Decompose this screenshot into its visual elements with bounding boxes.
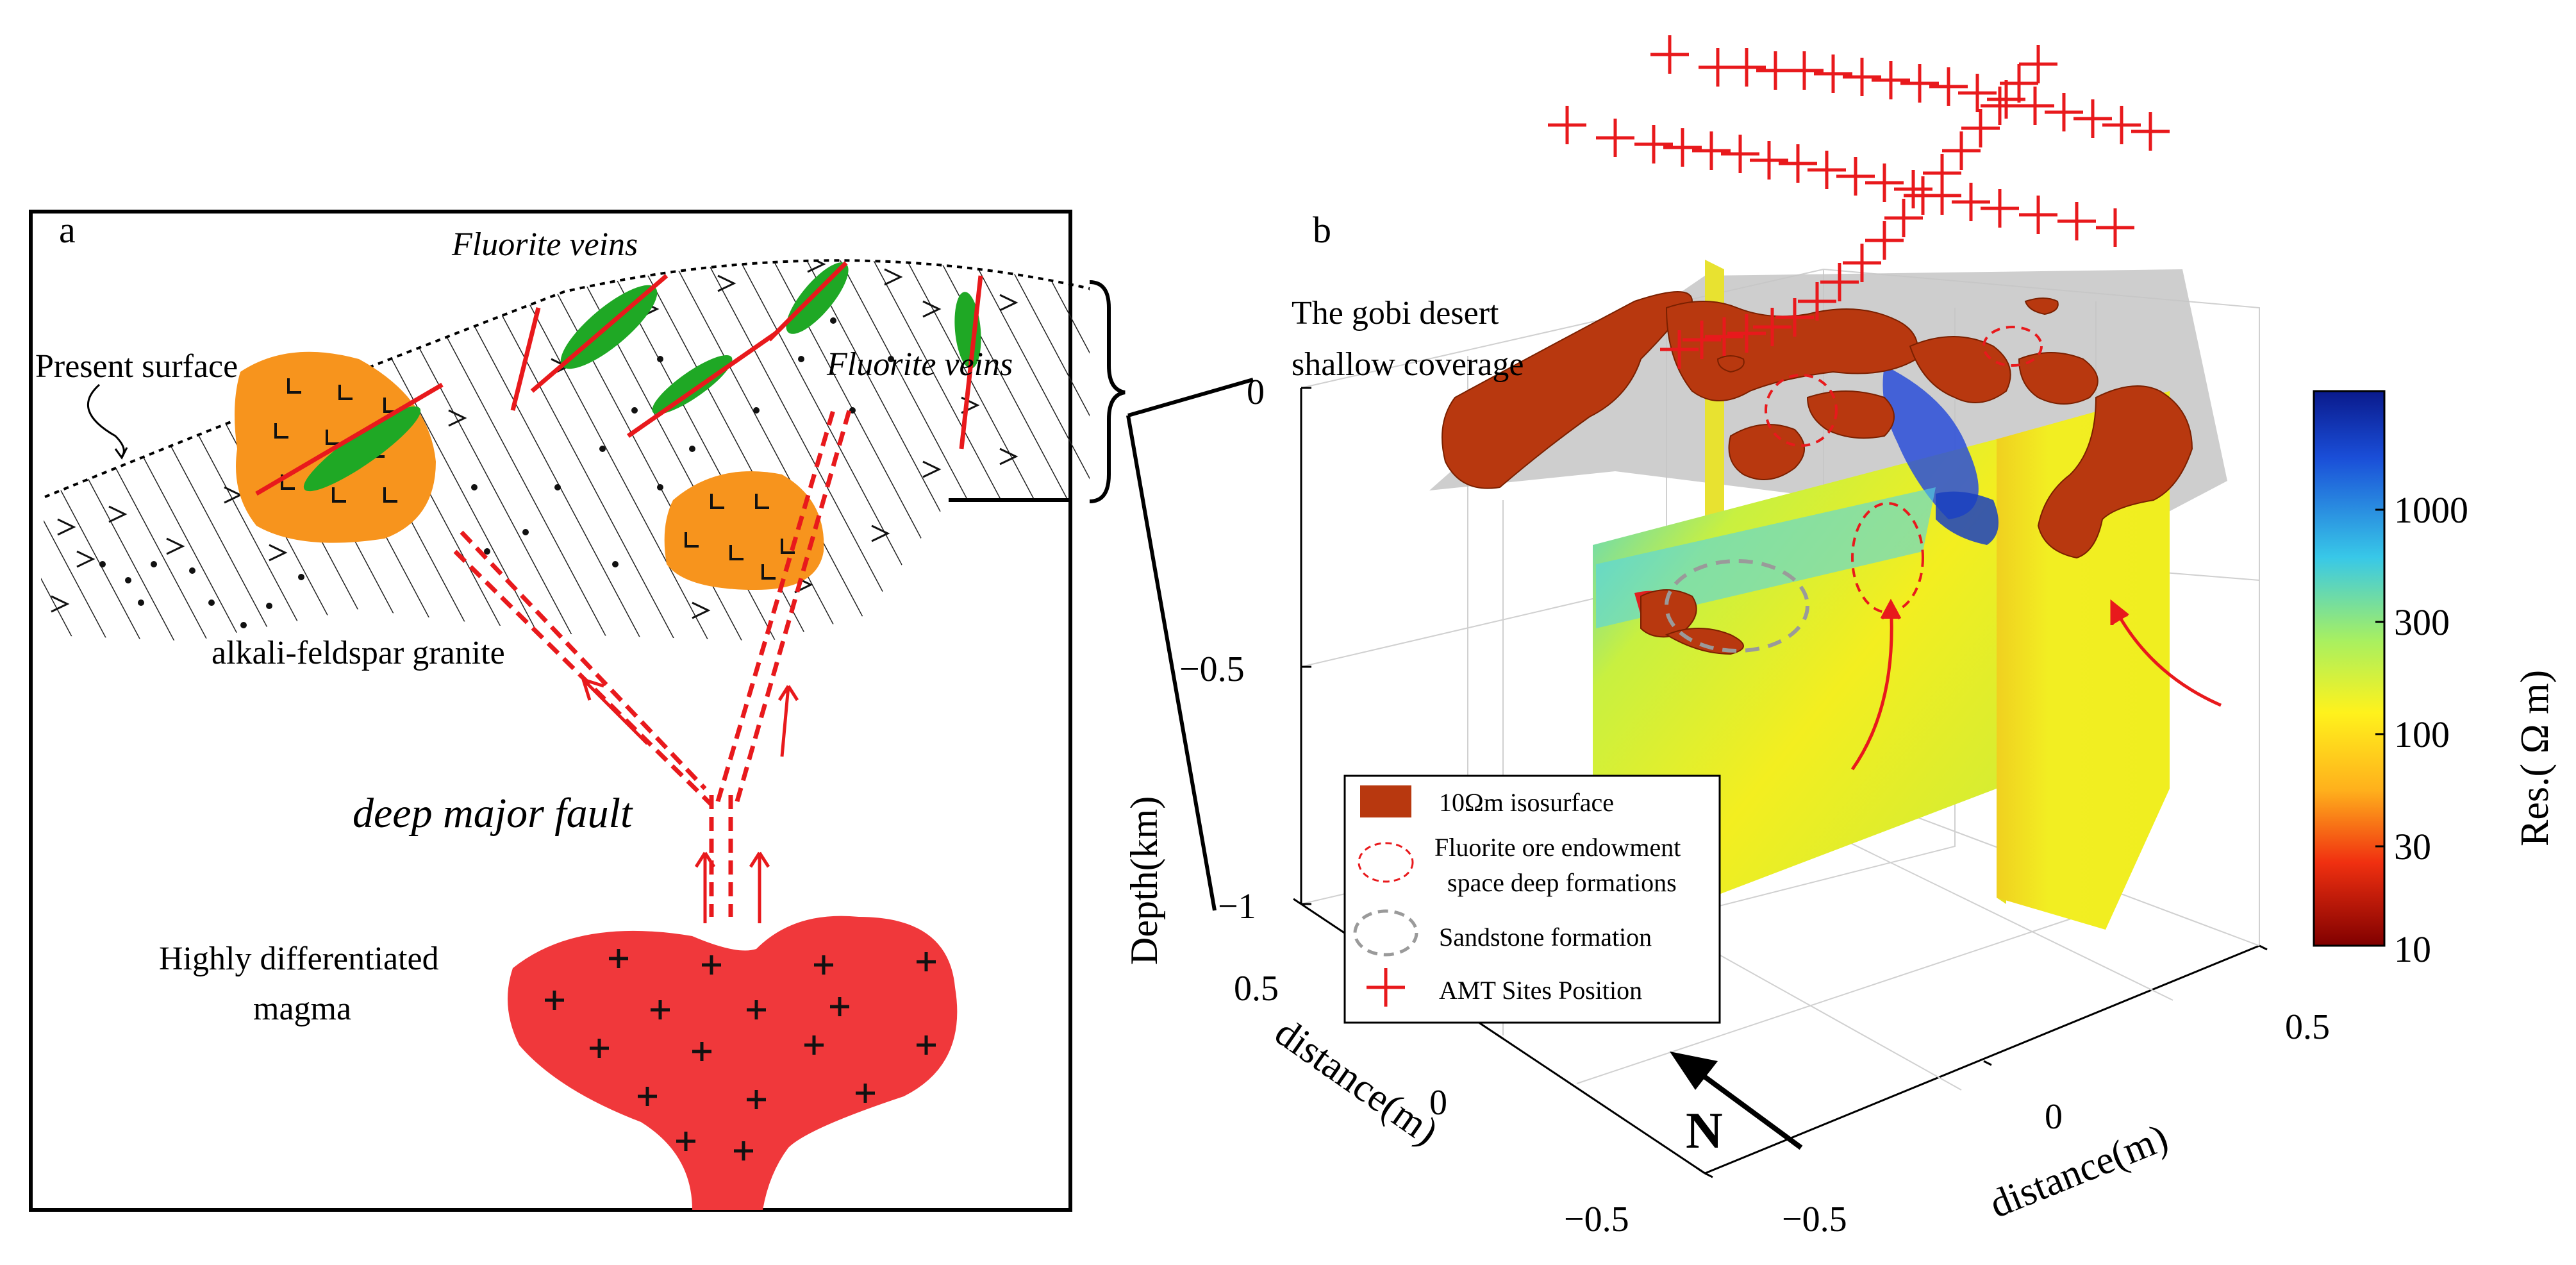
amt-sites <box>1548 35 2170 369</box>
right-axis-tick-1: 0 <box>2045 1097 2063 1137</box>
colorbar-tick-300: 300 <box>2394 601 2450 643</box>
depth-tick-1: −0.5 <box>1179 649 1245 689</box>
legend-swatch-amt <box>1367 968 1405 1007</box>
magma-plus-symbols <box>545 949 936 1160</box>
upflow-arrows <box>1850 598 2222 771</box>
fault-label: deep major fault <box>353 790 633 837</box>
legend-fluorite-line2: space deep formations <box>1447 868 1677 897</box>
legend: 10Ωm isosurface Fluorite ore endowment s… <box>1343 775 1721 1024</box>
legend-swatch-fluorite <box>1358 842 1414 883</box>
curly-brace <box>1089 280 1126 503</box>
legend-sandstone: Sandstone formation <box>1439 923 1652 951</box>
granite-label: alkali-feldspar granite <box>212 635 505 671</box>
legend-amt: AMT Sites Position <box>1439 976 1642 1005</box>
north-arrow: N <box>1670 1051 1803 1159</box>
right-axis-label: distance(m) <box>1984 1116 2174 1227</box>
sandstone-outline <box>1665 559 1809 653</box>
isosurfaces <box>1442 291 2193 655</box>
depth-axis-label: Depth(km) <box>1123 796 1165 965</box>
colorbar <box>2313 390 2386 947</box>
left-axis-tick-0: 0.5 <box>1234 969 1279 1009</box>
present-surface-line <box>44 259 1090 498</box>
amt-line-3 <box>1660 45 2057 369</box>
north-label: N <box>1686 1103 1723 1159</box>
amt-line-2 <box>1548 106 2134 247</box>
colorbar-label: Res.( Ω m) <box>2513 670 2557 846</box>
right-axis-tick-2: 0.5 <box>2285 1007 2330 1047</box>
depth-tick-0: 0 <box>1247 373 1265 412</box>
depth-tick-2: −1 <box>1218 887 1256 926</box>
legend-isosurface: 10Ωm isosurface <box>1439 788 1614 817</box>
gobi-label-line1: The gobi desert <box>1292 295 1499 331</box>
colorbar-tick-100: 100 <box>2394 714 2450 755</box>
fluorite-ore-outlines <box>1765 326 2043 614</box>
colorbar-tick-10: 10 <box>2394 928 2431 970</box>
panel-a: a <box>29 209 1090 1212</box>
left-axis-label: distance(m) <box>1267 1010 1446 1154</box>
legend-swatch-sandstone <box>1353 909 1418 957</box>
magma-label-line1: Highly differentiated <box>159 941 439 977</box>
legend-fluorite-line1: Fluorite ore endowment <box>1434 833 1681 862</box>
panel-b-label: b <box>1313 209 1331 251</box>
fluorite-veins-top-label: Fluorite veins <box>451 226 638 263</box>
surface-pointer <box>87 383 125 457</box>
fault-arrows <box>581 678 799 923</box>
granite-l-symbols <box>274 378 795 580</box>
slice-highres-blue <box>1882 365 1979 519</box>
panel-b: b 0 −0.5 −1 Depth(km) <box>1123 35 2557 1239</box>
magma-label-line2: magma <box>253 991 351 1027</box>
granite-body-right <box>664 471 824 590</box>
colorbar-ticks <box>2375 508 2384 947</box>
right-axis-tick-0: −0.5 <box>1782 1200 1847 1239</box>
colorbar-tick-1000: 1000 <box>2394 489 2468 531</box>
magma-body <box>508 916 958 1210</box>
fluorite-veins-right-label: Fluorite veins <box>826 346 1013 383</box>
present-surface-label: Present surface <box>35 348 238 385</box>
panel-a-label: a <box>59 209 76 251</box>
colorbar-tick-30: 30 <box>2394 826 2431 867</box>
fault-lines <box>453 410 852 917</box>
left-axis-tick-1: 0 <box>1429 1083 1447 1123</box>
left-axis-tick-2: −0.5 <box>1564 1200 1629 1239</box>
fluorite-veins <box>255 261 983 496</box>
slice-highres-blue2 <box>1936 491 1998 545</box>
right-axis-ticks <box>1704 944 2268 1178</box>
depth-ticks <box>1301 387 1311 905</box>
gobi-label-line2: shallow coverage <box>1292 346 1524 383</box>
amt-line-1 <box>1650 35 2170 151</box>
left-axis-ticks <box>1293 898 1706 1175</box>
zoom-connector <box>1089 280 1254 911</box>
legend-swatch-isosurface <box>1360 785 1411 817</box>
